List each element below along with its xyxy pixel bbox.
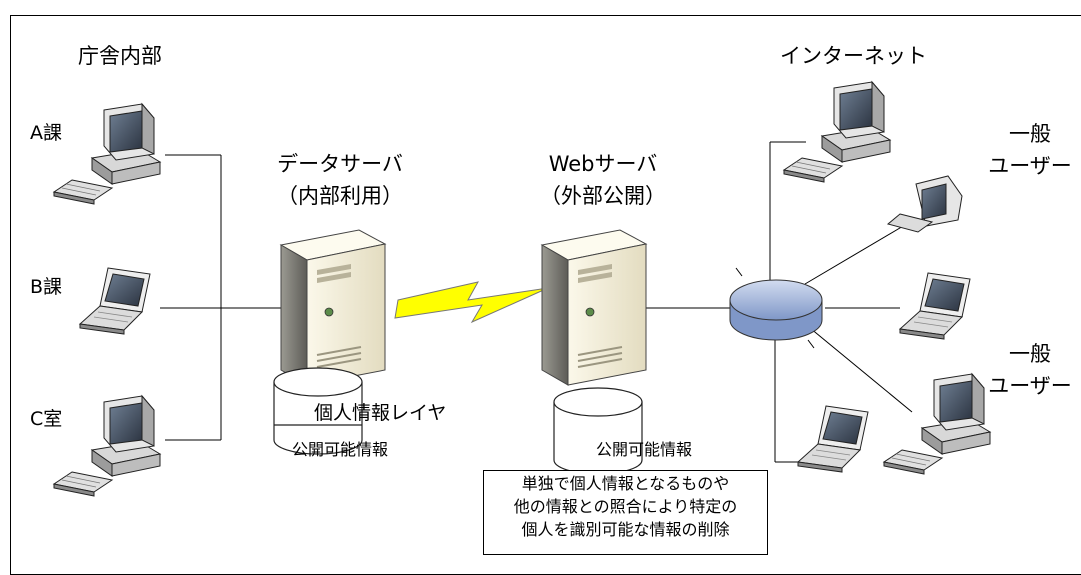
internet-area-label: インターネット [780, 44, 927, 68]
dept-b-label: B課 [30, 276, 63, 298]
web-server-title: Webサーバ [548, 152, 658, 176]
internal-area-label: 庁舎内部 [78, 44, 162, 68]
web-db-cylinder-icon [553, 387, 643, 475]
data-server-title: データサーバ [277, 152, 403, 176]
anonymization-note-box: 単独で個人情報となるものや 他の情報との照合により特定の 個人を識別可能な情報の… [483, 470, 768, 555]
web-db-public-label: 公開可能情報 [596, 440, 693, 459]
web-server-icon[interactable] [541, 229, 647, 386]
data-server-icon[interactable] [280, 229, 386, 386]
lightning-link-icon [394, 281, 549, 324]
data-db-cylinder-icon [273, 367, 363, 455]
data-server-subtitle: （内部利用） [277, 184, 403, 208]
dept-b-laptop-icon[interactable] [79, 267, 151, 335]
db-personal-layer-label: 個人情報レイヤ [314, 402, 447, 424]
room-c-label: C室 [30, 408, 63, 430]
general-user-2-line1: 一般 [1009, 342, 1051, 366]
dept-a-label: A課 [30, 122, 62, 144]
network-diagram [53, 81, 991, 497]
internet-laptop-right-icon[interactable] [899, 272, 971, 340]
internal-links [160, 154, 282, 441]
note-line-2: 他の情報との照合により特定の [513, 497, 738, 516]
internet-monitor-icon[interactable] [886, 175, 963, 233]
dept-a-desktop-icon[interactable] [53, 103, 161, 205]
general-user-2-line2: ユーザー [988, 374, 1072, 398]
note-line-3: 個人を識別可能な情報の削除 [521, 520, 730, 539]
router-hub-icon[interactable] [729, 279, 823, 341]
general-user-1-line1: 一般 [1009, 122, 1051, 146]
general-user-1-line2: ユーザー [988, 154, 1072, 178]
internet-desktop-top-icon[interactable] [783, 81, 891, 183]
internet-laptop-bottom-icon[interactable] [797, 405, 869, 473]
web-server-subtitle: （外部公開） [540, 184, 666, 208]
note-line-1: 単独で個人情報となるものや [521, 474, 730, 493]
room-c-desktop-icon[interactable] [53, 395, 161, 497]
db-public-layer-label: 公開可能情報 [292, 440, 389, 459]
